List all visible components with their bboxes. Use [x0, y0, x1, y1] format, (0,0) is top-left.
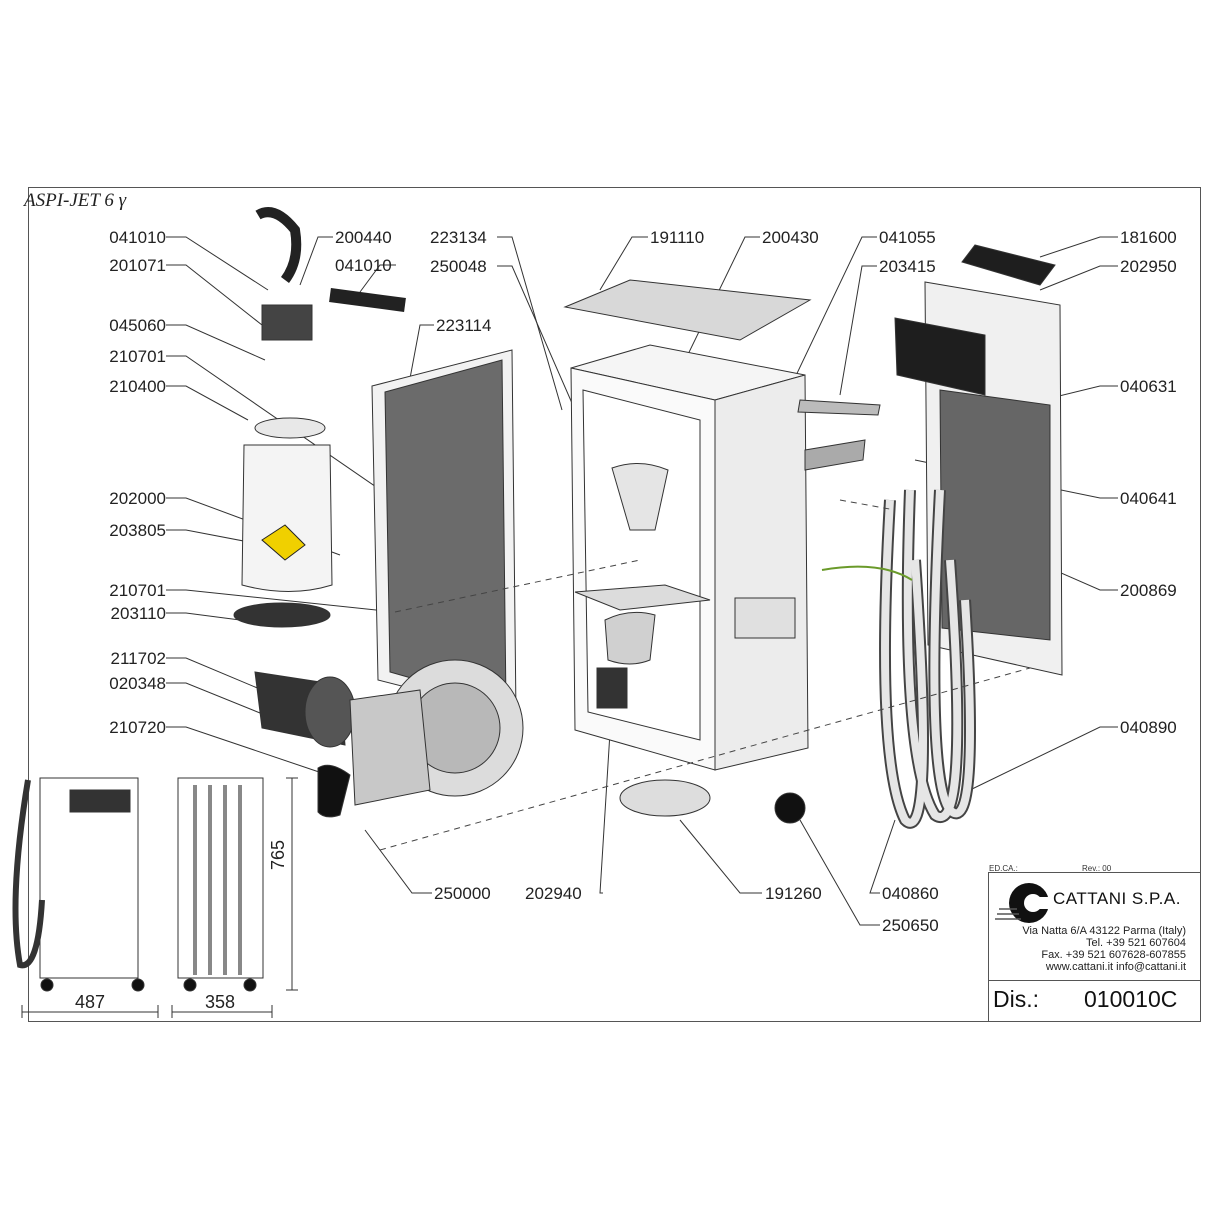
leader-210701b: [166, 589, 396, 613]
leader-250000: [364, 829, 432, 894]
part-label-202950: 202950: [1120, 257, 1177, 276]
leader-041055: [769, 236, 877, 431]
part-label-202940: 202940: [525, 884, 582, 903]
front-view: [12, 777, 145, 992]
part-label-250000: 250000: [434, 884, 491, 903]
phone-line: Tel. +39 521 607604: [1085, 937, 1186, 949]
part-label-201071: 201071: [109, 256, 166, 275]
cabinet-body: [570, 344, 809, 771]
drawing-title: ASPI-JET 6 γ: [24, 190, 127, 211]
leader-223134: [497, 236, 563, 411]
part-label-200440: 200440: [335, 228, 392, 247]
leader-203110: [166, 612, 241, 621]
leader-191260: [679, 819, 762, 894]
drawing-frame: [28, 187, 1201, 1022]
part-label-041010: 041010: [109, 228, 166, 247]
fax-line: Fax. +39 521 607628-607855: [1041, 949, 1186, 961]
leader-210400: [166, 385, 249, 421]
control-panel: [797, 244, 1063, 676]
part-label-203110: 203110: [110, 604, 166, 623]
vacuum-motor: [254, 659, 524, 818]
part-label-210400: 210400: [109, 377, 166, 396]
drawing-number: 010010C: [1084, 986, 1178, 1012]
part-label-200869: 200869: [1120, 581, 1177, 600]
leader-040890: [969, 726, 1118, 791]
bottom-ring: [619, 779, 711, 817]
ground-wire: [821, 565, 913, 581]
part-label-210701-b: 210701: [109, 581, 166, 600]
part-label-203805: 203805: [109, 521, 166, 540]
leader-040860: [869, 819, 896, 894]
leader-181600: [1039, 236, 1118, 258]
side-door-panel: [371, 349, 517, 716]
leader-250650: [799, 819, 880, 926]
part-label-040890: 040890: [1120, 718, 1177, 737]
part-label-181600: 181600: [1120, 228, 1177, 247]
part-label-041010-b: 041010: [335, 256, 392, 275]
leader-210720: [166, 726, 323, 774]
dimension-width-front: 487: [75, 992, 106, 1012]
part-label-045060: 045060: [109, 316, 166, 335]
leader-202950: [1039, 265, 1118, 291]
leader-041010a: [166, 236, 269, 291]
part-label-041055: 041055: [879, 228, 936, 247]
cabinet-lid: [563, 279, 812, 341]
part-label-203415: 203415: [879, 257, 936, 276]
dim-line-358: [171, 1005, 273, 1018]
cattani-logo: [995, 883, 1053, 923]
leader-202940: [599, 699, 613, 894]
part-label-210701: 210701: [109, 347, 166, 366]
part-label-040631: 040631: [1120, 377, 1177, 396]
dimension-width-side: 358: [205, 992, 236, 1012]
part-label-210720: 210720: [109, 718, 166, 737]
part-label-040641: 040641: [1120, 489, 1177, 508]
caster-wheel: [774, 792, 806, 824]
address-line: Via Natta 6/A 43122 Parma (Italy): [1022, 925, 1186, 937]
part-label-223114: 223114: [436, 316, 492, 335]
title-block: ED.CA.: Rev.: 00 CATTANI S.P.A. Via Natt…: [988, 864, 1201, 1022]
part-label-250048: 250048: [430, 257, 487, 276]
dimension-height: 765: [268, 839, 288, 870]
leader-045060: [166, 324, 266, 361]
leader-191110: [599, 236, 648, 291]
part-label-200430: 200430: [762, 228, 819, 247]
leader-041010b: [359, 264, 396, 293]
dim-line-487: [21, 1005, 159, 1018]
part-label-250650: 250650: [882, 916, 939, 935]
company-address: Via Natta 6/A 43122 Parma (Italy) Tel. +…: [1022, 925, 1186, 973]
title-block-divider: [989, 980, 1200, 981]
part-label-020348: 020348: [109, 674, 166, 693]
side-view: [177, 777, 264, 992]
leader-201071: [166, 264, 263, 326]
edca-label: ED.CA.:: [989, 864, 1018, 873]
leader-250048: [497, 265, 576, 411]
part-label-191260: 191260: [765, 884, 822, 903]
leader-020348: [166, 682, 266, 716]
part-label-211702: 211702: [110, 649, 166, 668]
part-label-040860: 040860: [882, 884, 939, 903]
leader-200440: [299, 236, 333, 286]
collection-bottle: [233, 207, 406, 628]
company-name: CATTANI S.P.A.: [1053, 889, 1181, 908]
part-label-191110: 191110: [650, 228, 705, 247]
web-line: www.cattani.it info@cattani.it: [1045, 961, 1186, 973]
dim-line-765: [286, 777, 298, 991]
part-label-202000: 202000: [109, 489, 166, 508]
revision-label: Rev.: 00: [1082, 864, 1112, 873]
leader-203415: [839, 265, 877, 396]
drawing-number-label: Dis.:: [993, 986, 1039, 1012]
part-label-223134: 223134: [430, 228, 487, 247]
